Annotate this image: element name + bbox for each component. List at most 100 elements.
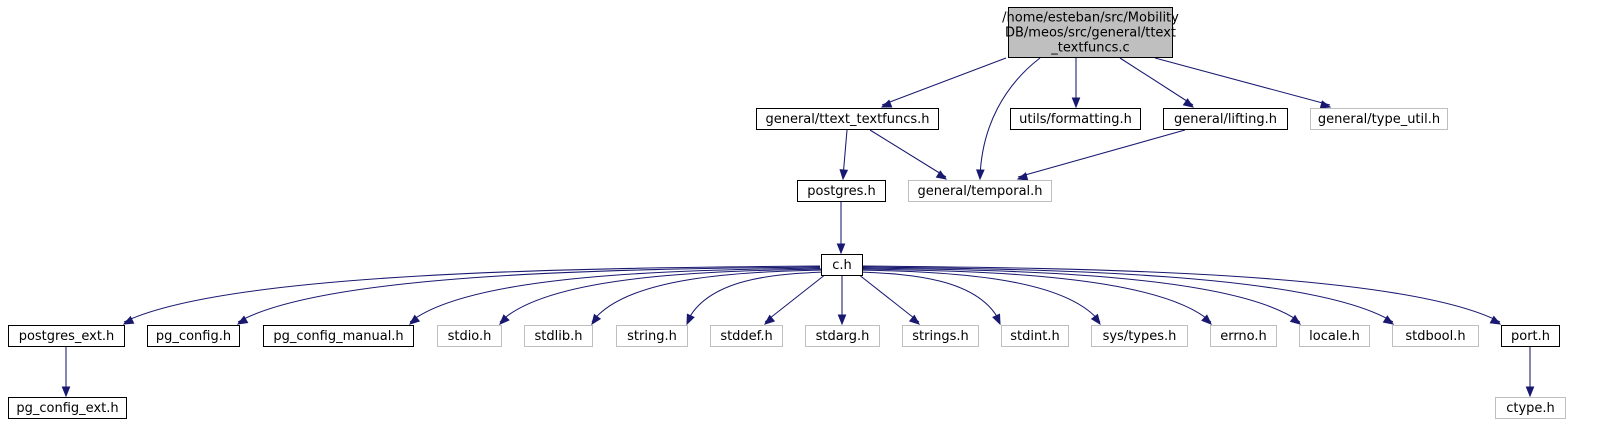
node-label: c.h: [832, 258, 852, 273]
arrowhead: [591, 313, 602, 326]
arrowhead: [122, 315, 135, 325]
edge-c_h-to-strings_h: [857, 273, 921, 325]
node-box: [821, 254, 863, 276]
edge-c_h-to-pg_config_manual_h: [408, 267, 821, 325]
node-box: [797, 180, 886, 202]
node-label: pg_config_ext.h: [16, 401, 118, 416]
node-root[interactable]: /home/esteban/src/MobilityDB/meos/src/ge…: [1002, 7, 1179, 58]
arrowhead: [1382, 315, 1395, 325]
node-c-h[interactable]: c.h: [821, 254, 863, 276]
node-postgres-ext-h[interactable]: postgres_ext.h: [8, 325, 125, 347]
arrowhead: [1525, 386, 1535, 398]
node-port-h[interactable]: port.h: [1501, 325, 1560, 347]
node-box: [1310, 108, 1448, 130]
node-label: postgres_ext.h: [19, 329, 115, 344]
node-lifting-h[interactable]: general/lifting.h: [1163, 108, 1288, 130]
arrowhead: [499, 314, 510, 325]
node-label: stdlib.h: [535, 329, 583, 344]
node-errno-h: errno.h: [1210, 325, 1277, 347]
node-box: [1001, 325, 1069, 347]
node-type-util-h: general/type_util.h: [1310, 108, 1448, 130]
node-label: general/temporal.h: [917, 184, 1042, 199]
node-stdint-h: stdint.h: [1001, 325, 1069, 347]
edge-postgres_h-to-c_h: [836, 202, 846, 255]
node-label: stdio.h: [448, 329, 492, 344]
node-box: [756, 108, 939, 130]
node-box: [908, 180, 1052, 202]
edge-line: [979, 57, 1041, 178]
edge-line: [591, 269, 824, 323]
edge-line: [499, 268, 823, 323]
node-sys-types-h: sys/types.h: [1091, 325, 1188, 347]
arrowhead: [976, 169, 985, 181]
edge-line: [860, 269, 1101, 323]
arrowhead: [236, 315, 249, 325]
node-label: ctype.h: [1506, 401, 1555, 416]
arrowhead: [880, 99, 893, 108]
node-label: stdarg.h: [816, 329, 870, 344]
node-formatting-h[interactable]: utils/formatting.h: [1010, 108, 1141, 130]
node-label: port.h: [1511, 329, 1550, 344]
node-stdlib-h: stdlib.h: [524, 325, 593, 347]
node-ctype-h: ctype.h: [1495, 397, 1566, 419]
node-stddef-h: stddef.h: [710, 325, 783, 347]
arrowhead: [1090, 313, 1101, 326]
edge-line: [842, 129, 848, 178]
node-box: [1008, 7, 1173, 58]
edge-line: [764, 273, 827, 323]
node-box: [437, 325, 502, 347]
node-box: [263, 325, 414, 347]
node-ttext-textfuncs-h[interactable]: general/ttext_textfuncs.h: [756, 108, 939, 130]
node-temporal-h: general/temporal.h: [908, 180, 1052, 202]
node-box: [1163, 108, 1288, 130]
arrowhead: [1319, 100, 1332, 109]
edge-root-to-formatting_h: [1071, 58, 1081, 109]
node-label: strings.h: [912, 329, 968, 344]
edge-c_h-to-errno_h: [861, 268, 1212, 325]
node-string-h: string.h: [616, 325, 688, 347]
edge-line: [237, 266, 821, 323]
node-postgres-h[interactable]: postgres.h: [797, 180, 886, 202]
edge-line: [861, 267, 1301, 323]
edge-line: [857, 273, 920, 323]
node-label: general/lifting.h: [1174, 112, 1277, 127]
edge-line: [869, 129, 947, 178]
node-stdarg-h: stdarg.h: [805, 325, 880, 347]
edge-line: [859, 271, 1001, 323]
node-box: [8, 325, 125, 347]
edge-postgres_ext_h-to-pg_config_ext_h: [61, 347, 71, 398]
edge-root-to-lifting_h: [1119, 57, 1195, 108]
edge-lifting_h-to-temporal_h: [1016, 129, 1186, 181]
node-box: [1210, 325, 1277, 347]
edge-line: [409, 267, 821, 323]
node-box: [1501, 325, 1560, 347]
node-box: [8, 397, 127, 419]
arrowhead: [935, 170, 948, 180]
edge-line: [1119, 57, 1194, 106]
node-stdbool-h: stdbool.h: [1392, 325, 1479, 347]
edge-ttext_textfuncs_h-to-postgres_h: [839, 129, 849, 181]
node-box: [1392, 325, 1479, 347]
edge-root-to-ttext_textfuncs_h: [880, 57, 1007, 108]
arrowhead: [1489, 315, 1502, 325]
arrowhead: [992, 313, 1001, 326]
node-box: [524, 325, 593, 347]
arrowhead: [1182, 98, 1195, 108]
edge-c_h-to-string_h: [686, 271, 825, 326]
edge-root-to-temporal_h: [976, 57, 1041, 181]
node-label: sys/types.h: [1103, 329, 1177, 344]
node-pg-config-h[interactable]: pg_config.h: [147, 325, 240, 347]
arrowhead: [408, 314, 421, 325]
node-pg-config-manual-h[interactable]: pg_config_manual.h: [263, 325, 414, 347]
arrowhead: [839, 169, 849, 181]
arrowhead: [1016, 172, 1029, 181]
node-label: postgres.h: [807, 184, 876, 199]
edge-c_h-to-stdbool_h: [862, 266, 1395, 325]
node-box: [710, 325, 783, 347]
edge-c_h-to-stdint_h: [859, 271, 1001, 326]
edge-c_h-to-pg_config_h: [236, 266, 821, 325]
node-pg-config-ext-h[interactable]: pg_config_ext.h: [8, 397, 127, 419]
node-box: [902, 325, 979, 347]
edge-c_h-to-locale_h: [861, 267, 1302, 325]
edge-line: [862, 265, 1501, 323]
